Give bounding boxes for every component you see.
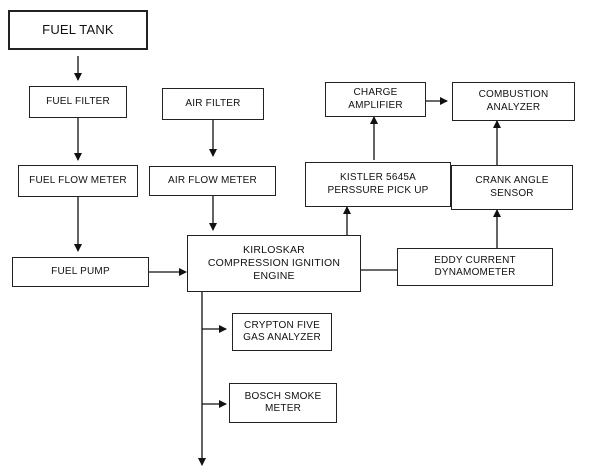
fuel-pump-box: FUEL PUMP xyxy=(12,257,149,287)
dynamometer-box: EDDY CURRENT DYNAMOMETER xyxy=(397,248,553,286)
fuel-tank-box: FUEL TANK xyxy=(8,10,148,50)
air-flow-meter-box: AIR FLOW METER xyxy=(149,166,276,196)
crank-angle-sensor-box: CRANK ANGLE SENSOR xyxy=(451,165,573,210)
fuel-filter-box: FUEL FILTER xyxy=(29,86,127,118)
air-filter-box: AIR FILTER xyxy=(162,88,264,120)
combustion-analyzer-box: COMBUSTION ANALYZER xyxy=(452,82,575,121)
fuel-flow-meter-box: FUEL FLOW METER xyxy=(18,165,138,197)
charge-amplifier-box: CHARGE AMPLIFIER xyxy=(325,82,426,117)
engine-box: KIRLOSKAR COMPRESSION IGNITION ENGINE xyxy=(187,235,361,292)
pressure-pickup-box: KISTLER 5645A PERSSURE PICK UP xyxy=(305,162,451,207)
smoke-meter-box: BOSCH SMOKE METER xyxy=(229,383,337,423)
gas-analyzer-box: CRYPTON FIVE GAS ANALYZER xyxy=(232,313,332,351)
